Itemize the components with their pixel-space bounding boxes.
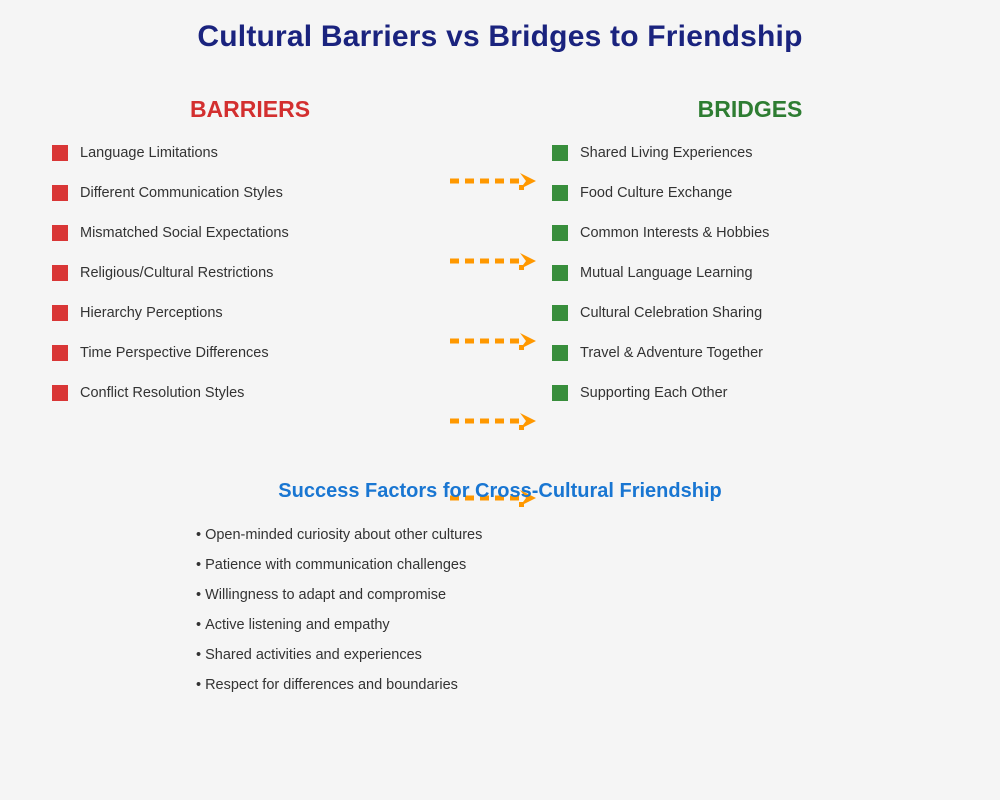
barriers-heading: BARRIERS <box>189 96 311 122</box>
success-factor-label: Shared activities and experiences <box>205 647 422 663</box>
bridges-heading: BRIDGES <box>697 96 803 122</box>
success-factor-label: Patience with communication challenges <box>205 557 467 573</box>
square-marker-icon <box>52 185 68 201</box>
page-title: Cultural Barriers vs Bridges to Friendsh… <box>197 20 803 53</box>
square-marker-icon <box>52 225 68 241</box>
bullet-icon: • <box>196 677 202 693</box>
success-factor-label: Open-minded curiosity about other cultur… <box>205 527 483 543</box>
square-marker-icon <box>52 145 68 161</box>
dashed-arrow-icon <box>448 170 538 192</box>
list-item-label: Supporting Each Other <box>580 385 728 401</box>
square-marker-icon <box>52 305 68 321</box>
list-item-label: Different Communication Styles <box>80 185 283 201</box>
success-factor-label: Willingness to adapt and compromise <box>205 587 447 603</box>
success-factor-label: Respect for differences and boundaries <box>205 677 458 693</box>
square-marker-icon <box>552 145 568 161</box>
list-item-label: Mismatched Social Expectations <box>80 225 289 241</box>
bullet-icon: • <box>196 617 202 633</box>
bullet-icon: • <box>196 587 202 603</box>
square-marker-icon <box>52 385 68 401</box>
dashed-arrow-icon <box>448 410 538 432</box>
list-item-label: Cultural Celebration Sharing <box>580 305 763 321</box>
list-item-label: Hierarchy Perceptions <box>80 305 223 321</box>
square-marker-icon <box>552 225 568 241</box>
list-item-label: Common Interests & Hobbies <box>580 225 770 241</box>
bullet-icon: • <box>196 647 202 663</box>
square-marker-icon <box>552 305 568 321</box>
success-factors-title: Success Factors for Cross-Cultural Frien… <box>278 480 722 502</box>
square-marker-icon <box>552 185 568 201</box>
list-item-label: Language Limitations <box>80 145 218 161</box>
list-item-label: Food Culture Exchange <box>580 185 733 201</box>
success-factor-item: •Willingness to adapt and compromise <box>196 583 482 613</box>
success-factor-item: •Respect for differences and boundaries <box>196 673 482 703</box>
success-factor-item: •Open-minded curiosity about other cultu… <box>196 523 482 553</box>
success-factors-list: •Open-minded curiosity about other cultu… <box>196 523 482 703</box>
success-factor-item: •Active listening and empathy <box>196 613 482 643</box>
list-item-label: Travel & Adventure Together <box>580 345 763 361</box>
dashed-arrow-icon <box>448 330 538 352</box>
dashed-arrow-icon <box>448 250 538 272</box>
square-marker-icon <box>552 265 568 281</box>
list-item-label: Time Perspective Differences <box>80 345 269 361</box>
dashed-arrow-icon <box>448 487 538 509</box>
success-factor-item: •Shared activities and experiences <box>196 643 482 673</box>
square-marker-icon <box>52 345 68 361</box>
square-marker-icon <box>552 385 568 401</box>
list-item-label: Conflict Resolution Styles <box>80 385 245 401</box>
square-marker-icon <box>552 345 568 361</box>
success-factor-label: Active listening and empathy <box>205 617 390 633</box>
success-factor-item: •Patience with communication challenges <box>196 553 482 583</box>
square-marker-icon <box>52 265 68 281</box>
list-item-label: Shared Living Experiences <box>580 145 753 161</box>
bullet-icon: • <box>196 557 202 573</box>
bullet-icon: • <box>196 527 202 543</box>
list-item-label: Religious/Cultural Restrictions <box>80 265 274 281</box>
list-item-label: Mutual Language Learning <box>580 265 753 281</box>
